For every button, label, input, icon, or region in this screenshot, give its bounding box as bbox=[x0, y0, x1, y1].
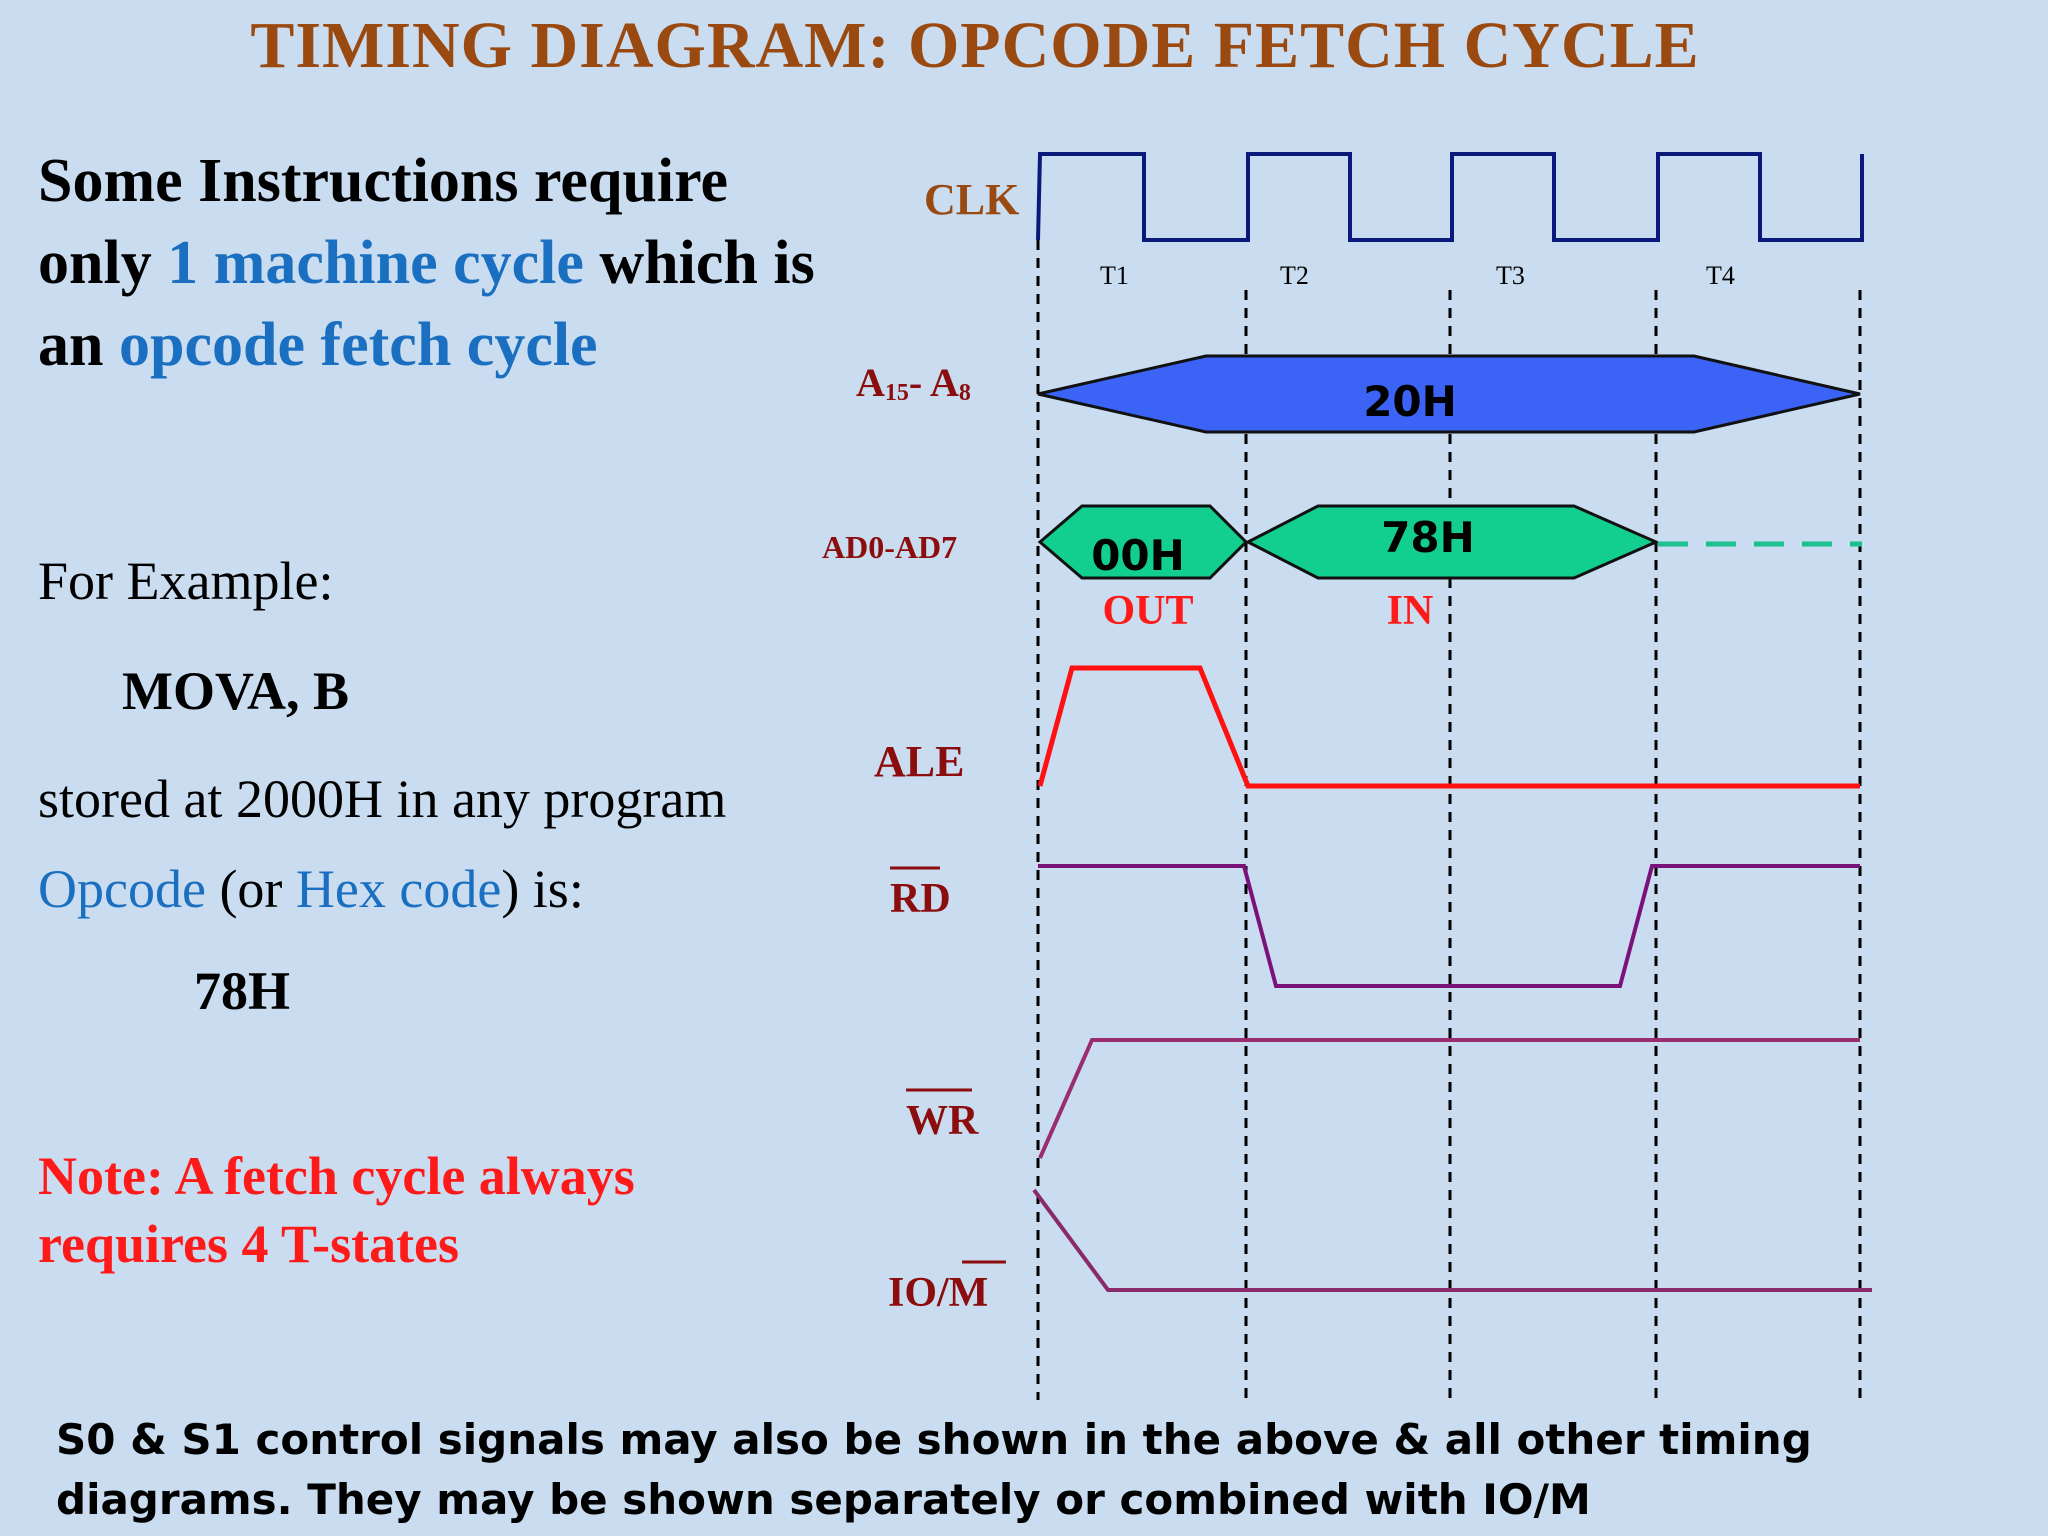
wr-label: WR bbox=[906, 1098, 979, 1144]
note-text: Note: A fetch cycle always requires 4 T-… bbox=[38, 1146, 635, 1274]
ad-bus-in-value: 78H bbox=[1381, 513, 1475, 562]
ad-bus-out-value: 00H bbox=[1091, 531, 1185, 580]
intro-part2: which is an bbox=[38, 229, 815, 379]
opcode-value: 78H bbox=[194, 961, 291, 1021]
stored-text: stored at 2000H in any program bbox=[38, 769, 727, 829]
hex-code-word: Hex code bbox=[295, 859, 502, 919]
ad-out-label: OUT bbox=[1102, 588, 1193, 634]
t-state-label-t4: T4 bbox=[1706, 261, 1735, 290]
t-state-gridlines bbox=[1036, 240, 1862, 1400]
rd-label: RD bbox=[890, 876, 951, 922]
iom-label: IO/M bbox=[888, 1270, 988, 1316]
addr-high-value: 20H bbox=[1363, 377, 1457, 426]
footer-text: S0 & S1 control signals may also be show… bbox=[56, 1415, 1812, 1524]
wr-waveform bbox=[1038, 1038, 1860, 1159]
intro-text: Some Instructions require only 1 machine… bbox=[38, 140, 838, 386]
opcode-paren-close: ) is: bbox=[501, 859, 584, 919]
addr-high-bus-shape bbox=[1037, 354, 1861, 434]
opcode-paren-open: (or bbox=[205, 859, 296, 919]
intro-highlight-machine-cycle: 1 machine cycle bbox=[167, 229, 584, 297]
opcode-line: Opcode (or Hex code) is: bbox=[38, 858, 584, 920]
ale-waveform bbox=[1037, 665, 1860, 789]
t-state-label-t3: T3 bbox=[1496, 261, 1525, 290]
ad-in-label: IN bbox=[1387, 588, 1434, 634]
t-state-label-t2: T2 bbox=[1280, 261, 1309, 290]
instruction-text: MOVA, B bbox=[122, 661, 350, 721]
addr-high-dash: - A bbox=[909, 360, 959, 405]
intro-part1: Some Instructions require only bbox=[38, 147, 729, 297]
example-label: For Example: bbox=[38, 551, 334, 611]
intro-highlight-opcode-fetch: opcode fetch cycle bbox=[118, 311, 598, 379]
ad-bus-in-shape bbox=[1244, 504, 1660, 580]
page-title: TIMING DIAGRAM: OPCODE FETCH CYCLE bbox=[250, 9, 1700, 82]
addr-high-sub1: 15 bbox=[885, 380, 909, 406]
ale-label: ALE bbox=[874, 737, 964, 786]
t-state-label-t1: T1 bbox=[1100, 261, 1129, 290]
addr-high-sub2: 8 bbox=[959, 380, 971, 406]
ad-bus-label: AD0-AD7 bbox=[822, 529, 957, 565]
iom-waveform bbox=[1032, 1188, 1872, 1292]
clk-waveform bbox=[1036, 152, 1864, 242]
rd-waveform bbox=[1038, 864, 1860, 988]
clk-label: CLK bbox=[924, 175, 1019, 224]
addr-high-label: A15- A8 bbox=[856, 360, 971, 406]
addr-high-letter: A bbox=[856, 360, 885, 405]
opcode-word: Opcode bbox=[38, 859, 206, 919]
